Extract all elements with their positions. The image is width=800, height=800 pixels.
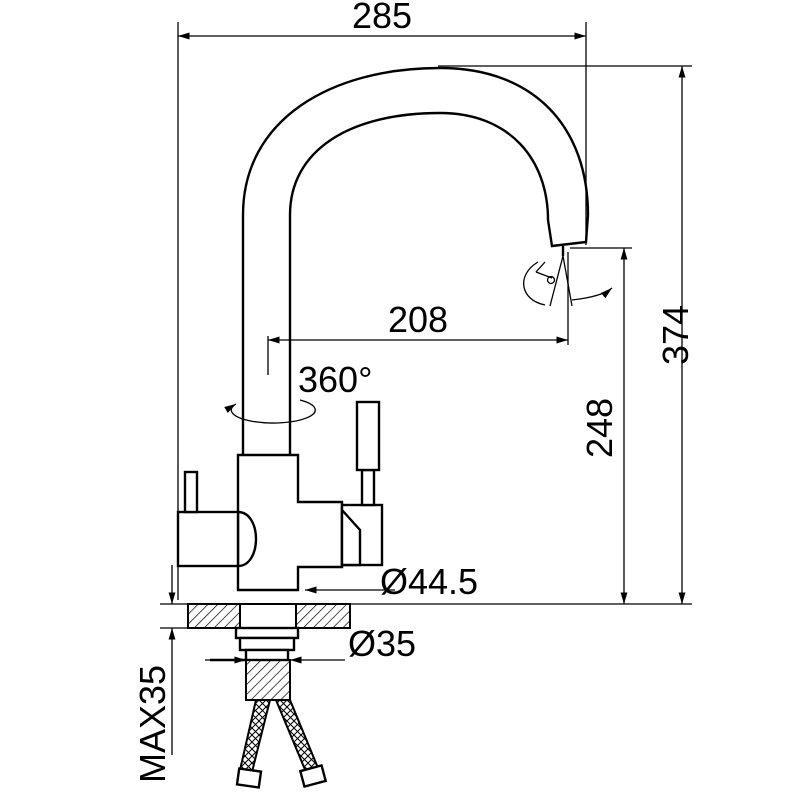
faucet-body: [176, 400, 384, 592]
shank-assembly: [210, 626, 300, 701]
dimension-height-total: [350, 65, 692, 605]
dimension-width-total-label: 285: [352, 0, 412, 36]
countertop-section: [187, 603, 351, 629]
rotation-indicator: [224, 399, 316, 424]
dimension-spout-height-label: 248: [579, 398, 620, 458]
dimension-width-total: [177, 22, 587, 600]
dimension-base-diameter-label: Ø44.5: [380, 561, 478, 602]
dimension-spout-height: [570, 247, 632, 604]
dimension-shank-diameter-label: Ø35: [348, 623, 416, 664]
spout: [241, 66, 590, 455]
dimension-spout-reach: [267, 252, 569, 375]
spout-angle-indicator: [522, 255, 613, 307]
rotation-label: 360°: [298, 359, 372, 400]
dimension-max-thickness-label: MAX35: [132, 665, 173, 783]
supply-hoses: [235, 699, 328, 789]
dimension-max-thickness: [160, 565, 240, 755]
dimension-spout-reach-label: 208: [388, 299, 448, 340]
dimension-height-total-label: 374: [655, 305, 696, 365]
